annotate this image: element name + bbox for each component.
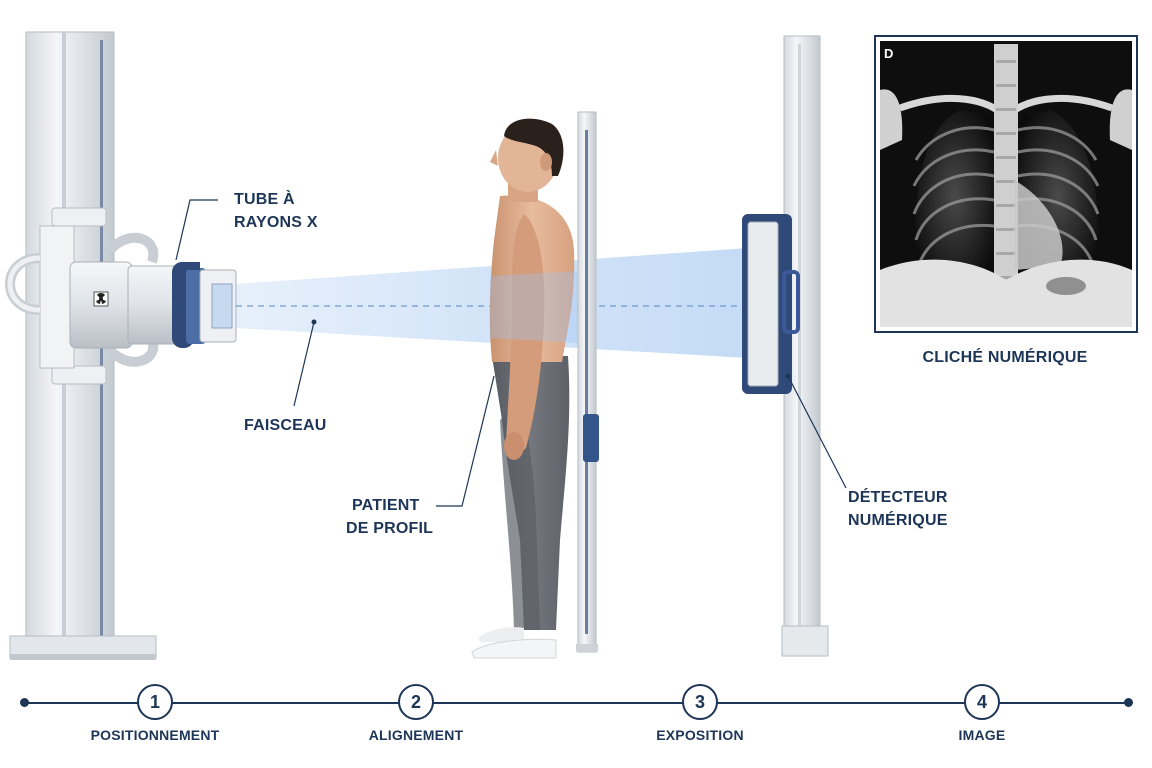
beam-overlay-patient [490,271,578,343]
leader-beam [293,321,315,407]
beam-marker-dot [311,319,317,325]
timeline-start-dot [20,698,29,707]
radiation-icon [93,291,109,307]
label-xray-tube-line1: TUBE À [234,191,295,208]
patient-backboard [576,111,599,653]
step-label-1: POSITIONNEMENT [90,727,220,743]
patient-figure [471,118,575,659]
label-patient-line1: PATIENT [352,497,420,514]
step-number-3: 3 [682,684,718,720]
label-detector-line2: NUMÉRIQUE [848,512,948,529]
step-positioning: 1 POSITIONNEMENT [55,684,255,743]
label-detector: DÉTECTEUR NUMÉRIQUE [848,486,948,532]
xray-side-marker: D [884,46,894,61]
step-alignment: 2 ALIGNEMENT [316,684,516,743]
label-detector-line1: DÉTECTEUR [848,489,948,506]
leader-lines [175,199,847,507]
step-label-3: EXPOSITION [656,727,744,743]
digital-detector [742,214,800,394]
step-number-1: 1 [137,684,173,720]
timeline-line [24,702,1128,704]
step-exposure: 3 EXPOSITION [600,684,800,743]
label-xray-tube: TUBE À RAYONS X [234,188,318,234]
label-xray-tube-line2: RAYONS X [234,214,318,231]
step-number-4: 4 [964,684,1000,720]
label-patient-line2: DE PROFIL [346,520,434,537]
step-label-4: IMAGE [958,727,1006,743]
tube-arm [5,207,159,385]
step-label-2: ALIGNEMENT [368,727,464,743]
label-patient: PATIENT DE PROFIL [346,494,433,540]
step-image: 4 IMAGE [882,684,1082,743]
detector-marker-dot [785,373,791,379]
detector-stand [781,35,829,657]
timeline-end-dot [1124,698,1133,707]
leader-detector [787,375,847,489]
step-number-2: 2 [398,684,434,720]
leader-tube [175,199,218,261]
leader-patient [436,375,495,507]
label-image-caption: CLICHÉ NUMÉRIQUE [922,349,1088,366]
label-beam: FAISCEAU [244,417,327,434]
chest-xray-image [874,35,1138,333]
